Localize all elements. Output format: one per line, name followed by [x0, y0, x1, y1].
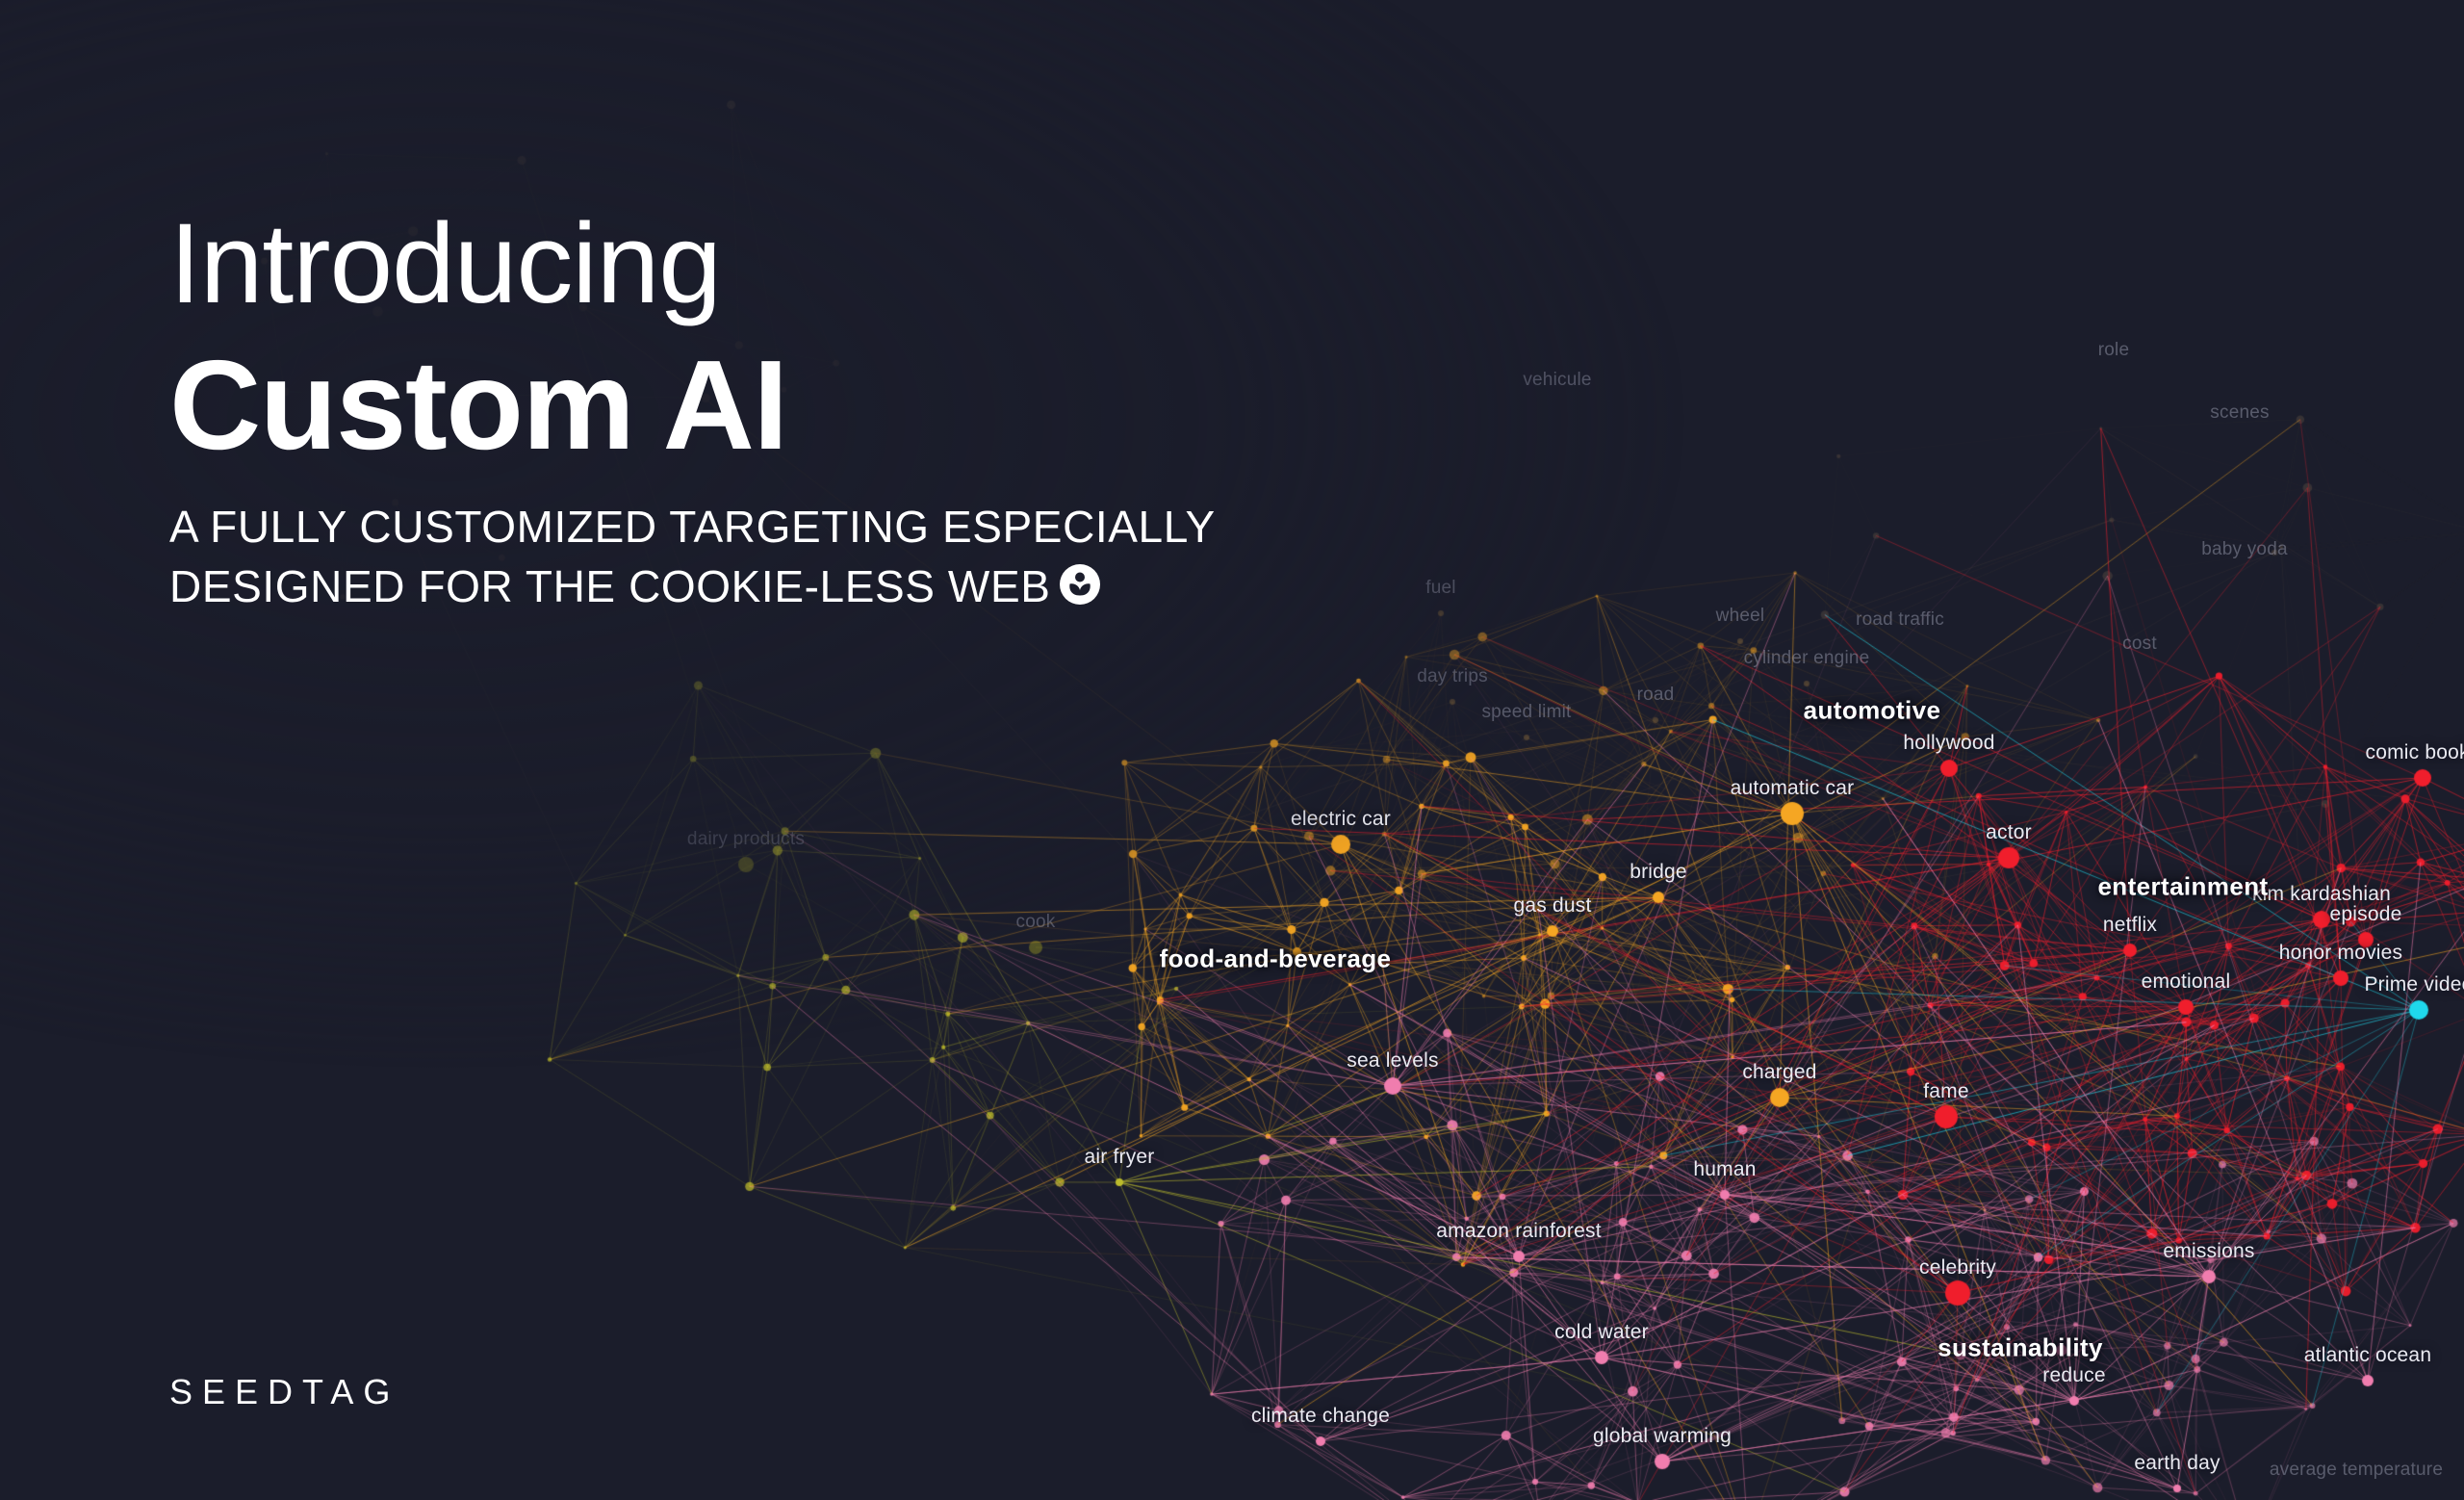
subheadline-line-2: DESIGNED FOR THE COOKIE-LESS WEB: [169, 560, 1051, 611]
headline-block: Introducing Custom AI A FULLY CUSTOMIZED…: [169, 207, 1216, 620]
subheadline-line-1: A FULLY CUSTOMIZED TARGETING ESPECIALLY: [169, 501, 1216, 552]
intro-line: Introducing: [169, 200, 722, 327]
product-title: Custom AI: [169, 334, 788, 476]
seedtag-logo: SEEDTAG: [169, 1372, 400, 1411]
subheadline-line-2-wrap: DESIGNED FOR THE COOKIE-LESS WEB: [169, 557, 1216, 621]
seedtag-seed-icon: [1059, 561, 1101, 621]
subheadline: A FULLY CUSTOMIZED TARGETING ESPECIALLY …: [169, 498, 1216, 620]
